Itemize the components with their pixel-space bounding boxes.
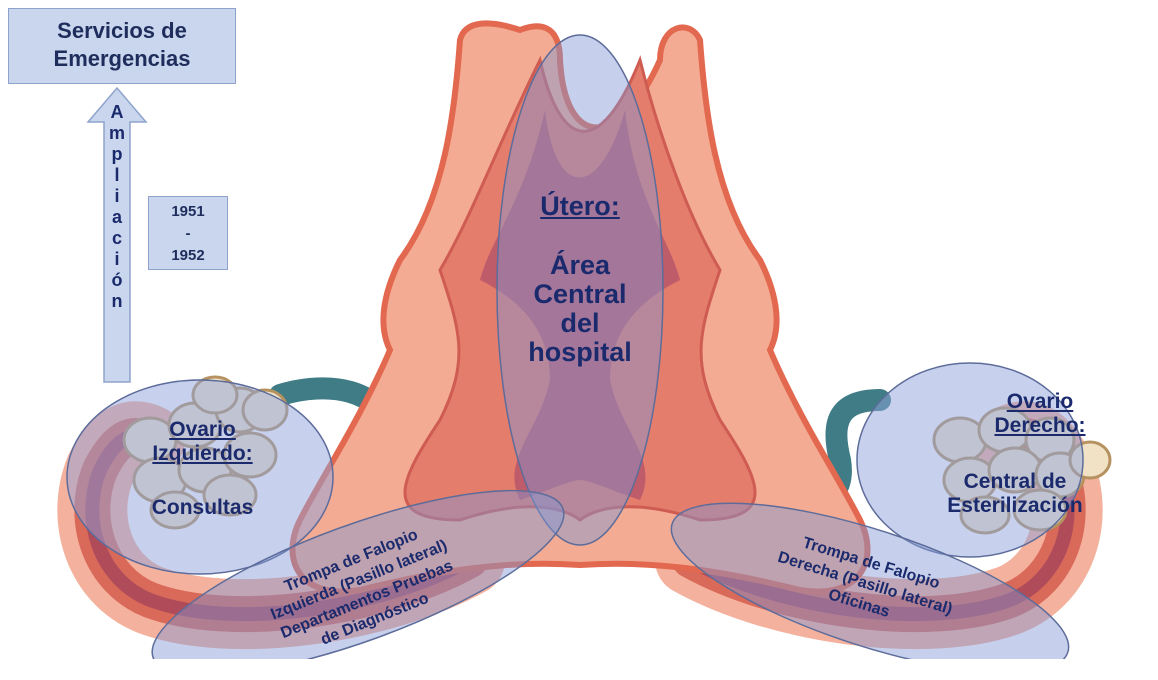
- uterus-title: Útero:: [500, 192, 660, 221]
- uterus-line: hospital: [500, 338, 660, 367]
- expansion-letter: c: [104, 228, 130, 249]
- expansion-label: A m p l i a c i ó n: [104, 102, 130, 312]
- expansion-letter: n: [104, 291, 130, 312]
- right-ovary-label: Ovario Derecho: Central de Esterilizació…: [915, 390, 1115, 518]
- left-ovary-title-2: Izquierdo:: [130, 442, 275, 466]
- uterus-line: Área: [500, 251, 660, 280]
- year-end: 1952: [149, 245, 227, 267]
- uterus-line: del: [500, 309, 660, 338]
- year-start: 1951: [149, 201, 227, 223]
- right-ovary-desc-1: Central de: [915, 470, 1115, 494]
- right-ovary-title-1: Ovario: [915, 390, 1115, 414]
- expansion-letter: m: [104, 123, 130, 144]
- expansion-letter: l: [104, 165, 130, 186]
- emergency-line-2: Emergencias: [9, 45, 235, 73]
- expansion-letter: ó: [104, 270, 130, 291]
- uterus-line: Central: [500, 280, 660, 309]
- expansion-letter: i: [104, 186, 130, 207]
- uterus-label: Útero: Área Central del hospital: [500, 192, 660, 367]
- left-ovary-label: Ovario Izquierdo: Consultas: [130, 418, 275, 520]
- year-dash: -: [149, 223, 227, 245]
- right-ovary-desc-2: Esterilización: [915, 494, 1115, 518]
- left-ovary-title-1: Ovario: [130, 418, 275, 442]
- expansion-letter: p: [104, 144, 130, 165]
- emergency-services-box: Servicios de Emergencias: [8, 8, 236, 84]
- right-ovary-title-2: Derecho:: [915, 414, 1115, 438]
- expansion-letter: i: [104, 249, 130, 270]
- expansion-letter: a: [104, 207, 130, 228]
- years-box: 1951 - 1952: [148, 196, 228, 270]
- left-ovary-desc: Consultas: [130, 496, 275, 520]
- emergency-line-1: Servicios de: [9, 17, 235, 45]
- expansion-letter: A: [104, 102, 130, 123]
